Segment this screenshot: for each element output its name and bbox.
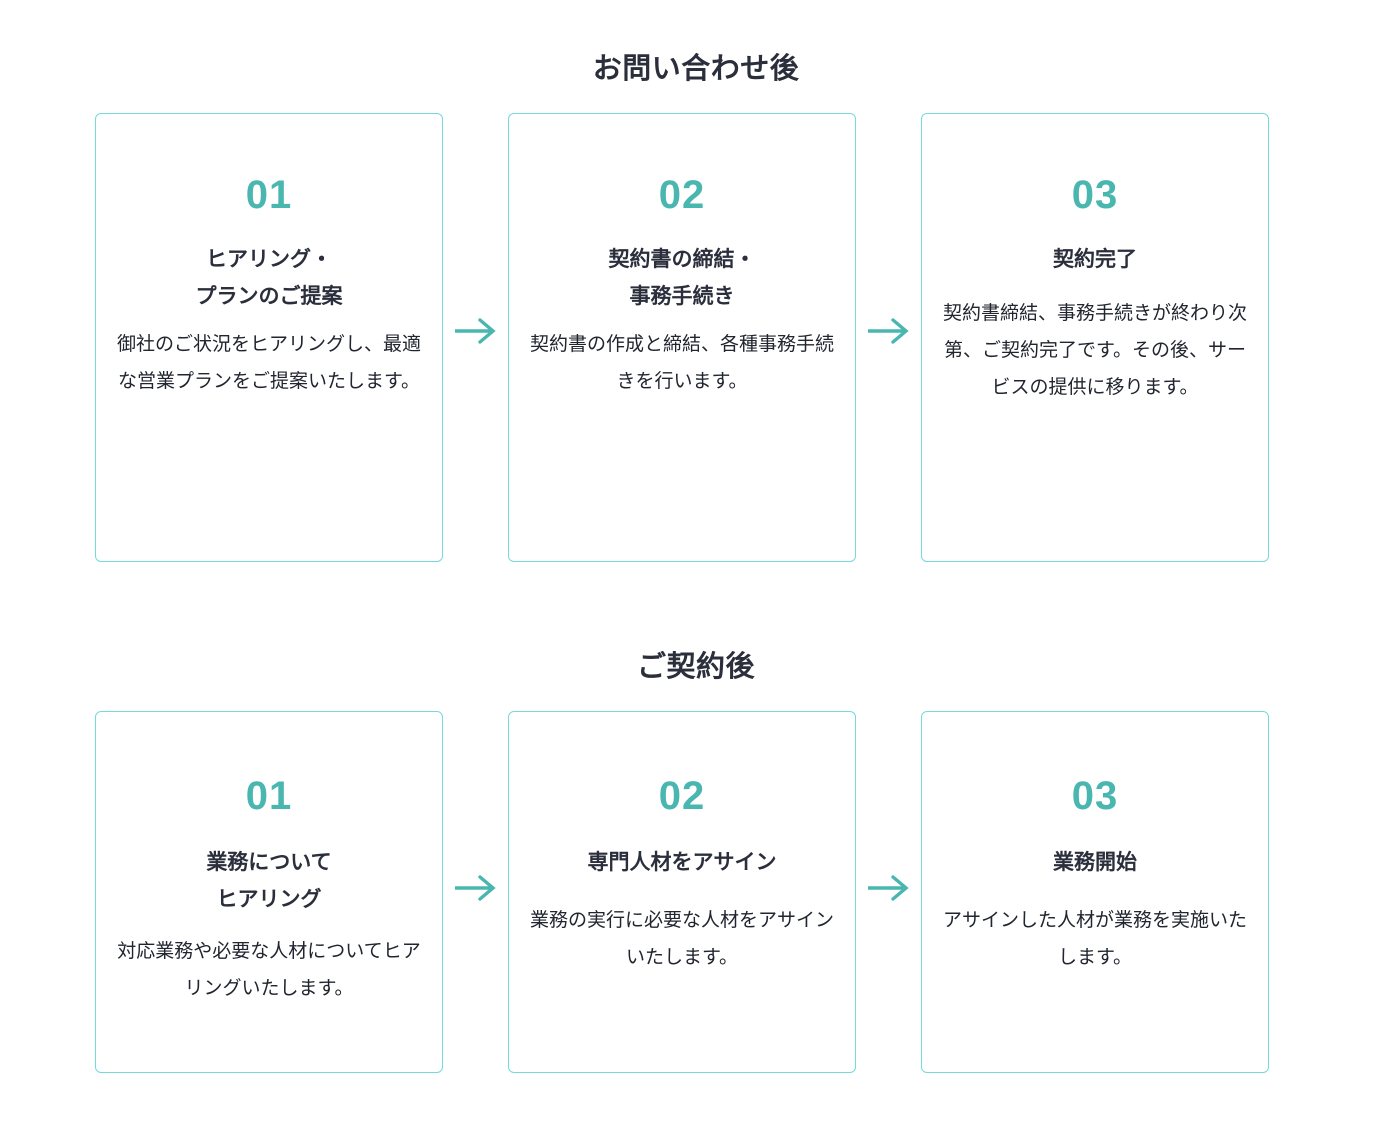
step-title: 専門人材をアサイン <box>587 851 777 874</box>
arrow-right-icon <box>867 318 909 344</box>
step-card-1-3: 03 契約完了 契約書締結、事務手続きが終わり次第、ご契約完了です。その後、サー… <box>921 113 1269 562</box>
step-title: 契約完了 <box>1053 248 1137 271</box>
step-card-1-2: 02 契約書の締結・ 事務手続き 契約書の作成と締結、各種事務手続きを行います。 <box>508 113 856 562</box>
arrow-right-icon <box>454 875 496 901</box>
connector-2-1 <box>443 711 508 1073</box>
steps-row-after-contract: 01 業務について ヒアリング 対応業務や必要な人材についてヒアリングいたします… <box>95 711 1273 1073</box>
step-title: 業務について ヒアリング <box>206 851 332 912</box>
step-number: 03 <box>1071 173 1119 217</box>
step-card-1-1: 01 ヒアリング・ プランのご提案 御社のご状況をヒアリングし、最適な営業プラン… <box>95 113 443 562</box>
arrow-right-icon <box>867 875 909 901</box>
step-number: 02 <box>658 173 706 217</box>
section-heading-after-contract: ご契約後 <box>636 651 755 683</box>
step-description: アサインした人材が業務を実施いたします。 <box>942 910 1247 969</box>
step-card-2-2: 02 専門人材をアサイン 業務の実行に必要な人材をアサインいたします。 <box>508 711 856 1073</box>
connector-1-1 <box>443 113 508 562</box>
step-description: 業務の実行に必要な人材をアサインいたします。 <box>529 910 834 969</box>
step-title: ヒアリング・ プランのご提案 <box>195 248 343 309</box>
arrow-right-icon <box>454 318 496 344</box>
step-number: 01 <box>245 774 293 818</box>
step-card-2-3: 03 業務開始 アサインした人材が業務を実施いたします。 <box>921 711 1269 1073</box>
step-card-2-1: 01 業務について ヒアリング 対応業務や必要な人材についてヒアリングいたします… <box>95 711 443 1073</box>
step-number: 02 <box>658 774 706 818</box>
step-description: 対応業務や必要な人材についてヒアリングいたします。 <box>117 940 421 999</box>
step-title: 業務開始 <box>1053 851 1137 874</box>
step-title: 契約書の締結・ 事務手続き <box>608 248 756 309</box>
step-number: 03 <box>1071 774 1119 818</box>
section-heading-after-inquiry: お問い合わせ後 <box>592 53 800 85</box>
step-number: 01 <box>245 173 293 217</box>
step-description: 契約書締結、事務手続きが終わり次第、ご契約完了です。その後、サービスの提供に移り… <box>942 303 1247 399</box>
step-description: 契約書の作成と締結、各種事務手続きを行います。 <box>529 333 834 392</box>
connector-1-2 <box>856 113 921 562</box>
step-description: 御社のご状況をヒアリングし、最適な営業プランをご提案いたします。 <box>116 333 421 392</box>
connector-2-2 <box>856 711 921 1073</box>
steps-row-after-inquiry: 01 ヒアリング・ プランのご提案 御社のご状況をヒアリングし、最適な営業プラン… <box>95 113 1273 562</box>
